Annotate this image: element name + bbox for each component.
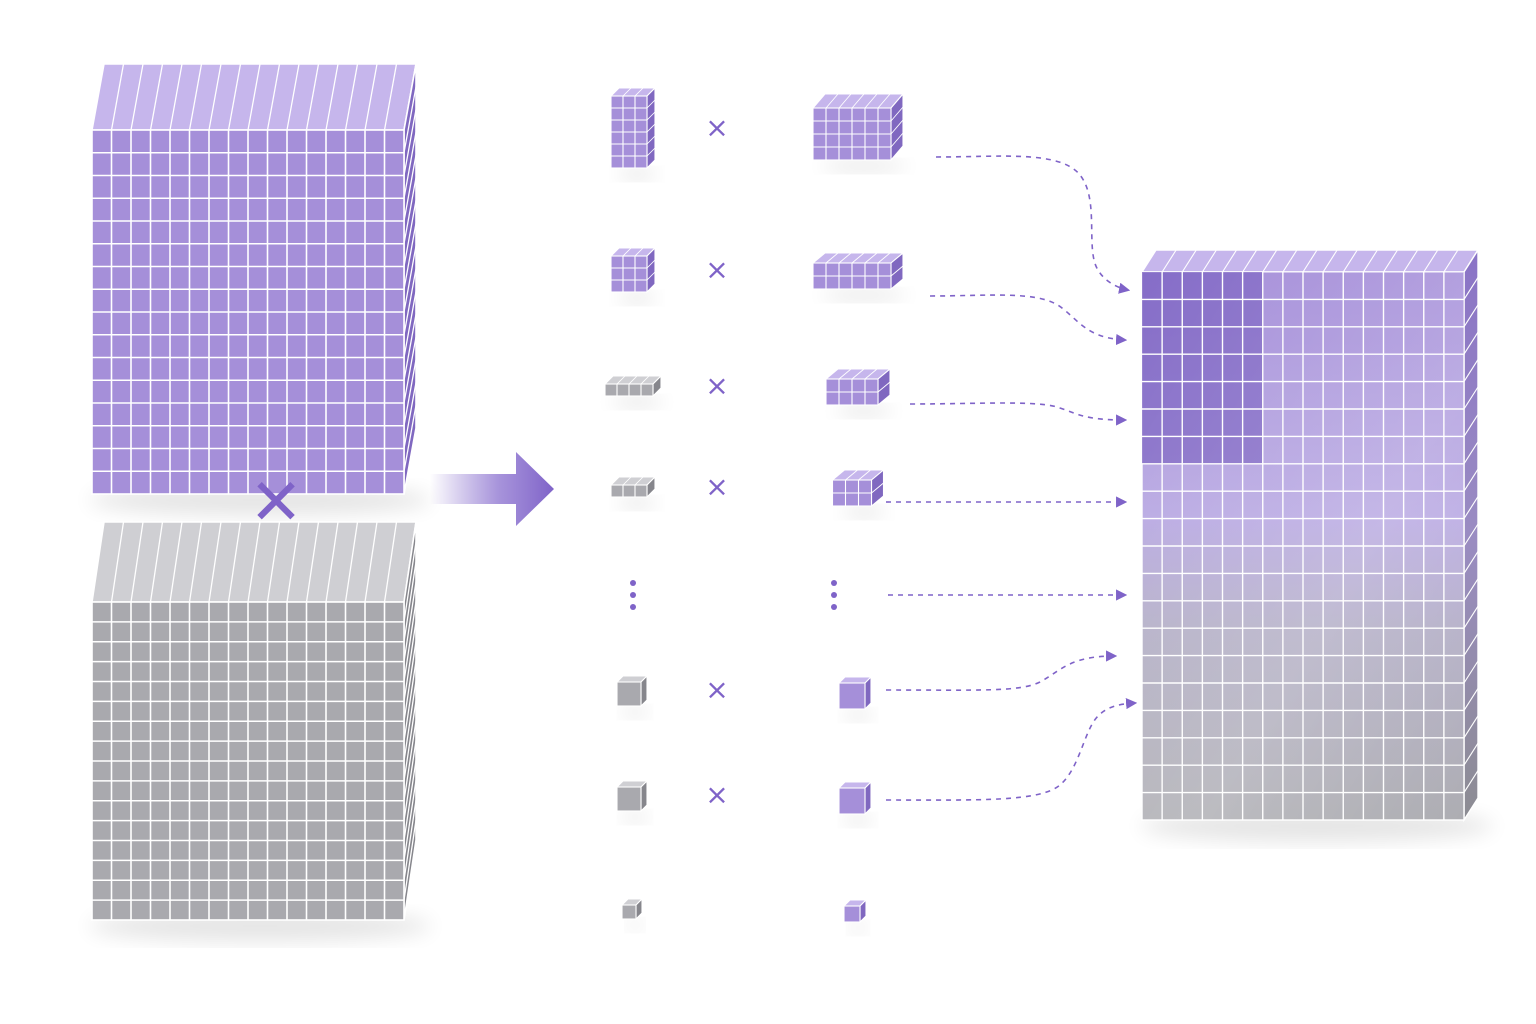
vertical-ellipsis-icon [630, 580, 636, 610]
decomposition-row: × [615, 673, 873, 721]
row-left-block [603, 374, 664, 408]
row-right-block [824, 367, 893, 417]
row-right-block [837, 780, 873, 826]
row-right-block [811, 92, 907, 172]
matrix-a-block [88, 63, 432, 516]
row-right-block [837, 675, 873, 721]
connector-arrows [885, 155, 1138, 801]
row-left-block [615, 779, 649, 823]
connector-arrow [929, 294, 1128, 346]
decomposition-row: × [609, 468, 886, 518]
connector-arrow [885, 698, 1138, 801]
row-multiply-symbol: × [705, 470, 728, 503]
decomposition-row: × [603, 367, 893, 417]
decomposition-row [620, 897, 868, 934]
row-right-block [811, 251, 907, 301]
row-left-block [620, 897, 644, 931]
row-left-block [615, 674, 649, 718]
connector-arrow [935, 155, 1131, 294]
row-right-block [842, 898, 868, 934]
row-right-block [830, 468, 886, 518]
connector-arrow [909, 402, 1128, 426]
row-multiply-symbol: × [705, 253, 728, 286]
decomposition-row: × [615, 778, 873, 826]
decomposition-row: × [609, 246, 907, 304]
arrow-right-icon [430, 452, 554, 526]
row-multiply-symbol: × [705, 111, 728, 144]
row-left-block [609, 475, 657, 509]
row-multiply-symbol: × [705, 778, 728, 811]
row-multiply-symbol: × [705, 673, 728, 706]
result-block [1139, 247, 1495, 843]
decomposition-rows: × × × × × × [603, 86, 907, 934]
row-left-block [609, 86, 657, 180]
vertical-ellipsis-icon [831, 580, 837, 610]
connector-arrow [885, 650, 1118, 691]
row-multiply-symbol: × [705, 369, 728, 402]
row-left-block [609, 246, 657, 304]
multiply-symbol: ✕ [249, 466, 303, 540]
decomposition-row: × [609, 86, 907, 180]
matrix-b-block [88, 521, 432, 942]
decomposition-row [630, 580, 837, 610]
